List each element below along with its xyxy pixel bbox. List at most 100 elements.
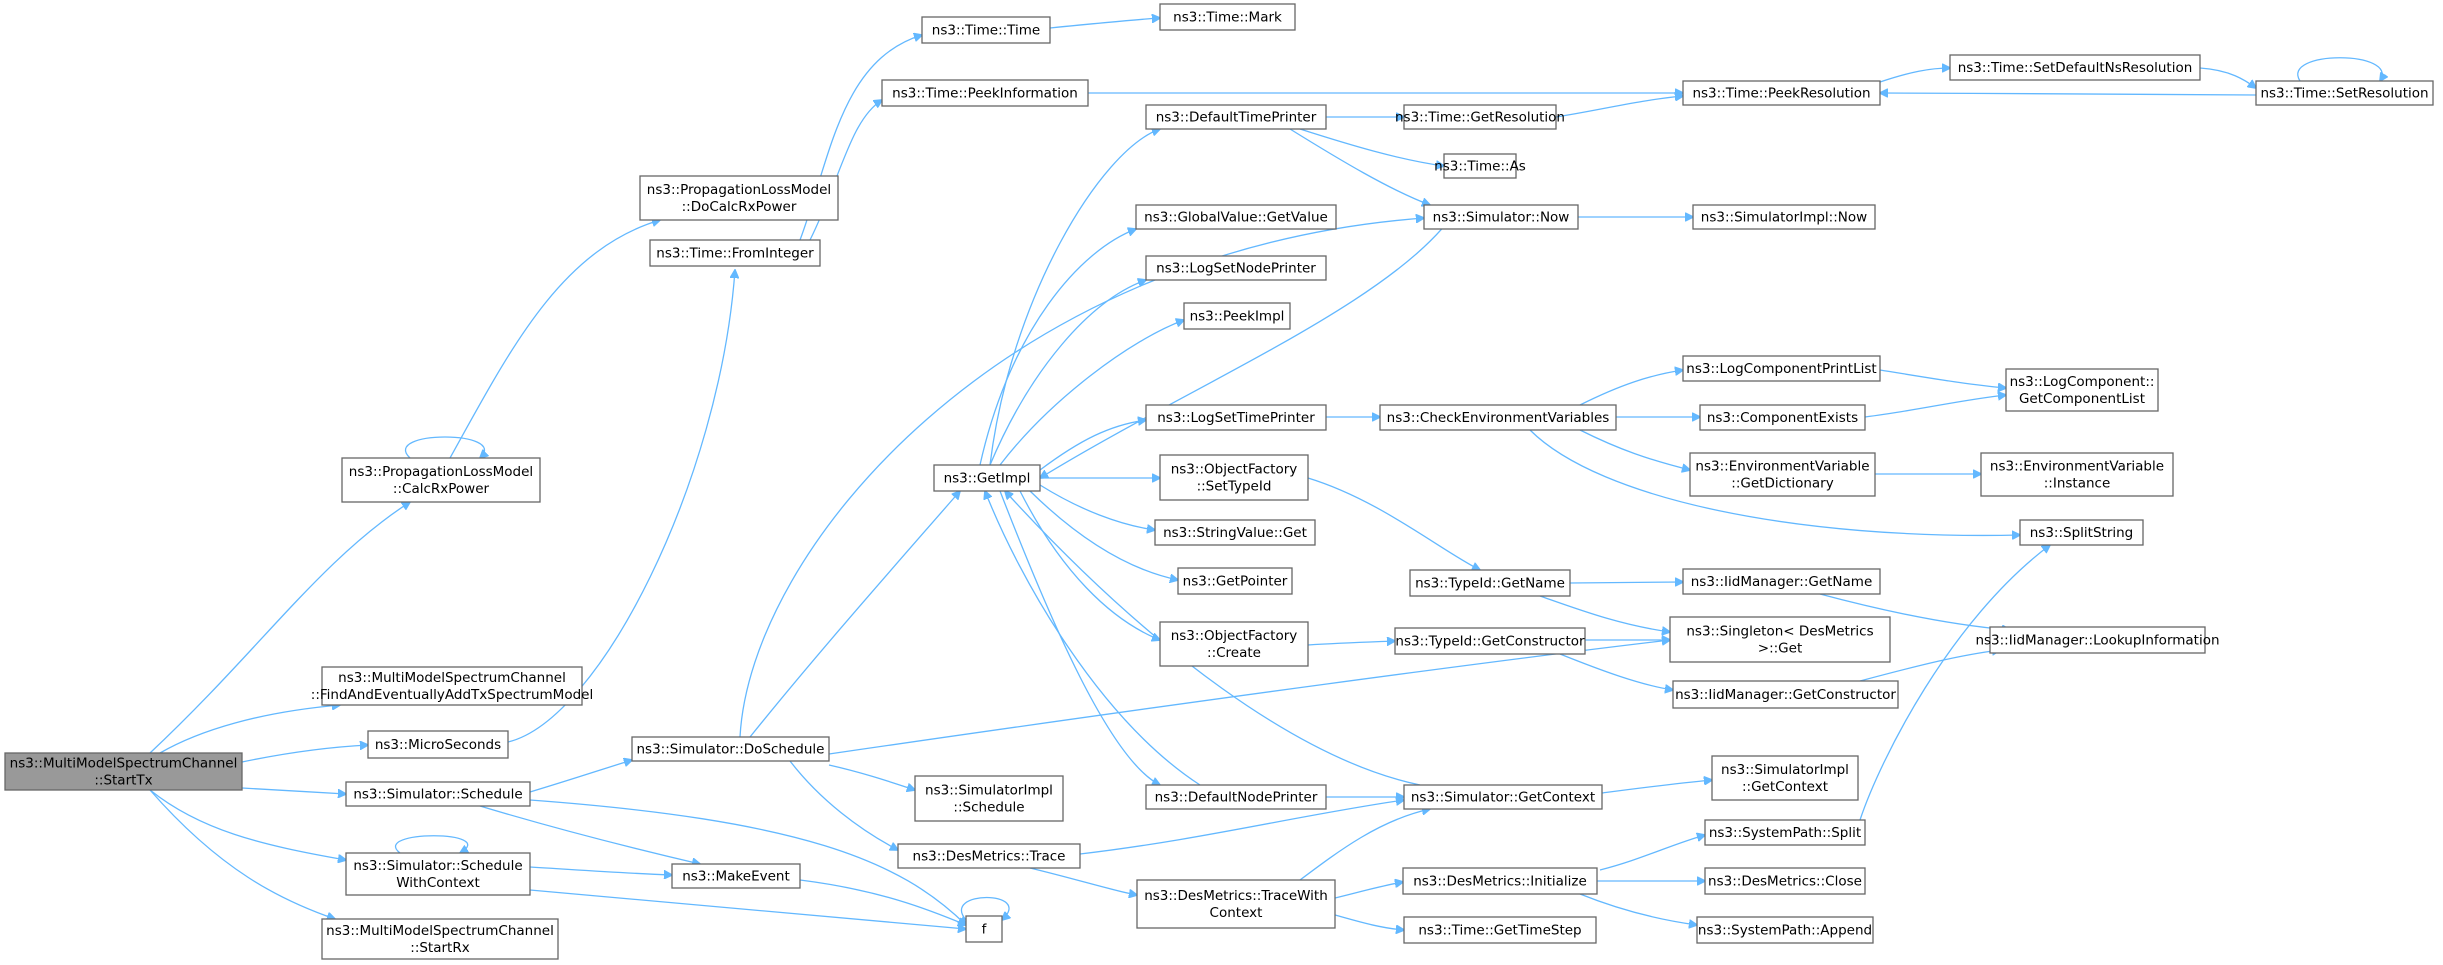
node-label: ns3::Time::GetResolution xyxy=(1395,110,1565,126)
edge-n_schedule-n_f xyxy=(529,799,966,925)
node-box xyxy=(1145,784,1327,810)
node-lsnp[interactable]: ns3::LogSetNodePrinter xyxy=(1145,255,1327,281)
node-peekres[interactable]: ns3::Time::PeekResolution xyxy=(1682,80,1881,106)
node-compex[interactable]: ns3::ComponentExists xyxy=(1699,404,1866,431)
edge-n_twc-n_getctx xyxy=(1299,809,1430,881)
node-ofset[interactable]: ns3::ObjectFactory::SetTypeId xyxy=(1159,454,1309,501)
node-box xyxy=(1682,568,1881,595)
node-setres[interactable]: ns3::Time::SetResolution xyxy=(2255,80,2434,106)
node-evinst[interactable]: ns3::EnvironmentVariable::Instance xyxy=(1980,452,2174,497)
edge-n_cev-n_splitstr xyxy=(1529,429,2020,535)
node-mark[interactable]: ns3::Time::Mark xyxy=(1159,3,1296,31)
node-dtp[interactable]: ns3::DefaultTimePrinter xyxy=(1145,104,1327,130)
node-gvget[interactable]: ns3::GlobalValue::GetValue xyxy=(1135,204,1337,230)
node-tgetname[interactable]: ns3::TypeId::GetName xyxy=(1409,569,1571,597)
node-label: ::Instance xyxy=(2044,476,2111,492)
node-fromint[interactable]: ns3::Time::FromInteger xyxy=(649,239,821,267)
edge-n_schedule-n_doschedule xyxy=(529,760,632,793)
node-split[interactable]: ns3::SystemPath::Split xyxy=(1704,819,1866,846)
node-box xyxy=(1159,3,1296,31)
node-getptr[interactable]: ns3::GetPointer xyxy=(1177,567,1293,595)
node-box xyxy=(1682,80,1881,106)
node-dmclose[interactable]: ns3::DesMetrics::Close xyxy=(1704,867,1866,895)
node-timestep[interactable]: ns3::Time::GetTimeStep xyxy=(1403,916,1597,944)
node-label: ns3::SystemPath::Split xyxy=(1709,825,1861,841)
node-box xyxy=(341,457,541,503)
node-label: ns3::LogSetNodePrinter xyxy=(1156,261,1316,277)
node-label: ::DoCalcRxPower xyxy=(682,199,797,215)
node-trace[interactable]: ns3::DesMetrics::Trace xyxy=(897,843,1081,869)
node-label: ns3::ObjectFactory xyxy=(1171,462,1298,478)
node-lookup[interactable]: ns3::IidManager::LookupInformation xyxy=(1975,626,2220,654)
node-schedule[interactable]: ns3::Simulator::Schedule xyxy=(345,781,531,807)
node-timetime[interactable]: ns3::Time::Time xyxy=(921,16,1051,44)
node-label: ns3::SystemPath::Append xyxy=(1698,923,1872,939)
node-splitstr[interactable]: ns3::SplitString xyxy=(2019,519,2144,546)
node-box xyxy=(1443,153,1517,179)
node-as[interactable]: ns3::Time::As xyxy=(1434,153,1526,179)
node-box xyxy=(1136,879,1336,929)
node-lcpl[interactable]: ns3::LogComponentPrintList xyxy=(1682,355,1881,382)
node-implsched[interactable]: ns3::SimulatorImpl::Schedule xyxy=(914,775,1064,822)
node-box xyxy=(649,239,821,267)
node-getctx[interactable]: ns3::Simulator::GetContext xyxy=(1403,784,1603,810)
edge-n_getres-n_peekres xyxy=(1555,96,1683,118)
node-doschedule[interactable]: ns3::Simulator::DoSchedule xyxy=(631,736,830,762)
node-idgetname[interactable]: ns3::IidManager::GetName xyxy=(1682,568,1881,595)
node-peekimpl[interactable]: ns3::PeekImpl xyxy=(1183,302,1291,330)
node-box xyxy=(921,16,1051,44)
edge-n_tgetname-n_singleton xyxy=(1539,595,1670,632)
node-label: ns3::DefaultNodePrinter xyxy=(1155,790,1318,806)
node-calc[interactable]: ns3::PropagationLossModel::CalcRxPower xyxy=(341,457,541,503)
node-label: ns3::StringValue::Get xyxy=(1163,525,1307,541)
node-getres[interactable]: ns3::Time::GetResolution xyxy=(1395,104,1565,130)
node-label: ns3::GetPointer xyxy=(1183,574,1288,590)
node-dminit[interactable]: ns3::DesMetrics::Initialize xyxy=(1402,867,1598,895)
node-append[interactable]: ns3::SystemPath::Append xyxy=(1696,916,1874,944)
node-box xyxy=(1177,567,1293,595)
node-tgetctor[interactable]: ns3::TypeId::GetConstructor xyxy=(1394,627,1586,655)
node-dnp[interactable]: ns3::DefaultNodePrinter xyxy=(1145,784,1327,810)
edge-n_getimpl-n_lstp xyxy=(1039,420,1146,471)
edge-n_dtp-n_now xyxy=(1289,128,1430,205)
node-ofcreate[interactable]: ns3::ObjectFactory::Create xyxy=(1159,621,1309,667)
node-label: ::StartTx xyxy=(94,773,152,789)
node-label: ns3::DesMetrics::Trace xyxy=(913,849,1066,865)
node-find[interactable]: ns3::MultiModelSpectrumChannel::FindAndE… xyxy=(311,666,593,706)
node-startrx[interactable]: ns3::MultiModelSpectrumChannel::StartRx xyxy=(321,918,559,960)
node-box xyxy=(933,464,1041,492)
node-makeevent[interactable]: ns3::MakeEvent xyxy=(671,863,801,889)
node-root[interactable]: ns3::MultiModelSpectrumChannel::StartTx xyxy=(4,752,243,791)
node-box xyxy=(1403,104,1557,130)
node-peekinfo[interactable]: ns3::Time::PeekInformation xyxy=(881,79,1089,107)
node-evgetdict[interactable]: ns3::EnvironmentVariable::GetDictionary xyxy=(1689,452,1876,497)
node-idgetctor[interactable]: ns3::IidManager::GetConstructor xyxy=(1672,680,1899,709)
node-f[interactable]: f xyxy=(965,915,1003,943)
node-implnow[interactable]: ns3::SimulatorImpl::Now xyxy=(1692,204,1876,230)
node-now[interactable]: ns3::Simulator::Now xyxy=(1423,204,1579,230)
edge-n_root-n_schedule xyxy=(241,787,346,794)
node-micro[interactable]: ns3::MicroSeconds xyxy=(367,730,509,759)
node-getimpl[interactable]: ns3::GetImpl xyxy=(933,464,1041,492)
node-box xyxy=(1159,621,1309,667)
node-svget[interactable]: ns3::StringValue::Get xyxy=(1154,519,1316,546)
edge-n_idgetctor-n_lookup xyxy=(1859,650,2000,682)
node-label: ns3::CheckEnvironmentVariables xyxy=(1387,410,1610,426)
node-box xyxy=(1696,916,1874,944)
node-cev[interactable]: ns3::CheckEnvironmentVariables xyxy=(1379,404,1617,431)
node-label: ns3::DesMetrics::Initialize xyxy=(1413,874,1587,890)
edge-n_root-n_calc xyxy=(149,502,410,754)
node-docalc[interactable]: ns3::PropagationLossModel::DoCalcRxPower xyxy=(639,175,839,221)
node-setdefns[interactable]: ns3::Time::SetDefaultNsResolution xyxy=(1949,54,2201,81)
node-lstp[interactable]: ns3::LogSetTimePrinter xyxy=(1145,404,1327,431)
node-lcgcl[interactable]: ns3::LogComponent::GetComponentList xyxy=(2005,368,2159,412)
node-label: ns3::DesMetrics::TraceWith xyxy=(1144,888,1328,904)
edge-n_getimpl-n_gvget xyxy=(979,229,1136,466)
node-implgetctx[interactable]: ns3::SimulatorImpl::GetContext xyxy=(1711,755,1859,801)
node-singleton[interactable]: ns3::Singleton< DesMetrics >::Get xyxy=(1669,616,1891,663)
node-label: ns3::LogComponentPrintList xyxy=(1686,361,1876,377)
node-label: ns3::MicroSeconds xyxy=(375,737,501,753)
edge-n_schedule-n_makeevent xyxy=(479,805,700,864)
